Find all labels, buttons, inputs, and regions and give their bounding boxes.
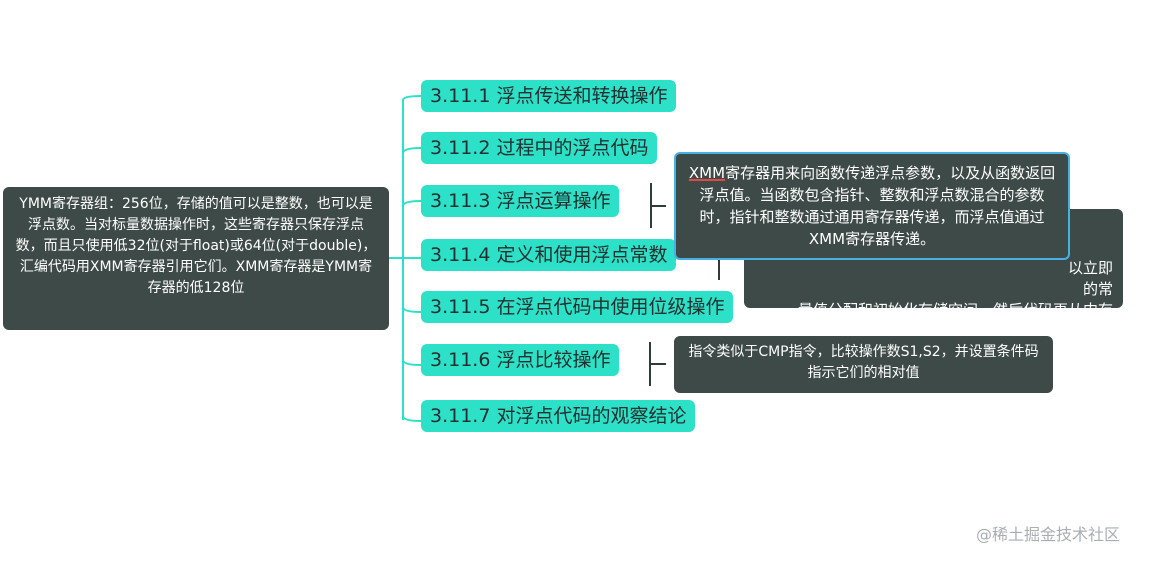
connector-branch-3 <box>402 200 422 207</box>
branch-label: 3.11.4 定义和使用浮点常数 <box>430 244 668 266</box>
branch-node-3-11-2[interactable]: 3.11.2 过程中的浮点代码 <box>421 132 658 164</box>
watermark: @稀土掘金技术社区 <box>976 525 1121 544</box>
root-node-text: YMM寄存器组：256位，存储的值可以是整数，也可以是浮点数。当对标量数据操作时… <box>15 196 377 296</box>
branch-node-3-11-3[interactable]: 3.11.3 浮点运算操作 <box>421 185 620 217</box>
note-xmm-parameter-passing[interactable]: XMM寄存器用来向函数传递浮点参数，以及从函数返回浮点值。当函数包含指针、整数和… <box>674 152 1070 260</box>
branch-node-3-11-1[interactable]: 3.11.1 浮点传送和转换操作 <box>421 80 677 112</box>
bracket-branch-3 <box>650 183 666 228</box>
branch-label: 3.11.1 浮点传送和转换操作 <box>430 85 668 107</box>
branch-label: 3.11.6 浮点比较操作 <box>430 349 611 371</box>
branch-node-3-11-4[interactable]: 3.11.4 定义和使用浮点常数 <box>421 239 677 271</box>
note-constant-text: 以立即 的常 量值分配和初始化存储空间。然后代码再从内存中读取这些值。 <box>797 259 1113 340</box>
note-xmm-lead: XMM <box>688 164 726 182</box>
note-compare-instruction[interactable]: 指令类似于CMP指令，比较操作数S1,S2，并设置条件码指示它们的相对值 <box>674 336 1053 393</box>
note-xmm-text: 寄存器用来向函数传递浮点参数，以及从函数返回浮点值。当函数包含指针、整数和浮点数… <box>699 164 1056 248</box>
connector-branch-1 <box>402 95 422 101</box>
branch-label: 3.11.7 对浮点代码的观察结论 <box>430 405 687 427</box>
connector-branch-6 <box>402 359 422 366</box>
branch-label: 3.11.5 在浮点代码中使用位级操作 <box>430 296 725 318</box>
branch-label: 3.11.3 浮点运算操作 <box>430 190 611 212</box>
bracket-branch-6 <box>649 342 666 386</box>
connector-branch-5 <box>402 306 422 313</box>
branch-node-3-11-5[interactable]: 3.11.5 在浮点代码中使用位级操作 <box>421 291 734 323</box>
root-node-ymm-registers[interactable]: YMM寄存器组：256位，存储的值可以是整数，也可以是浮点数。当对标量数据操作时… <box>3 187 389 330</box>
branch-label: 3.11.2 过程中的浮点代码 <box>430 137 649 159</box>
connector-branch-2 <box>402 147 422 154</box>
branch-node-3-11-7[interactable]: 3.11.7 对浮点代码的观察结论 <box>421 400 696 432</box>
branch-node-3-11-6[interactable]: 3.11.6 浮点比较操作 <box>421 344 620 376</box>
connector-branch-7 <box>402 415 422 422</box>
note-compare-text: 指令类似于CMP指令，比较操作数S1,S2，并设置条件码指示它们的相对值 <box>688 344 1039 381</box>
